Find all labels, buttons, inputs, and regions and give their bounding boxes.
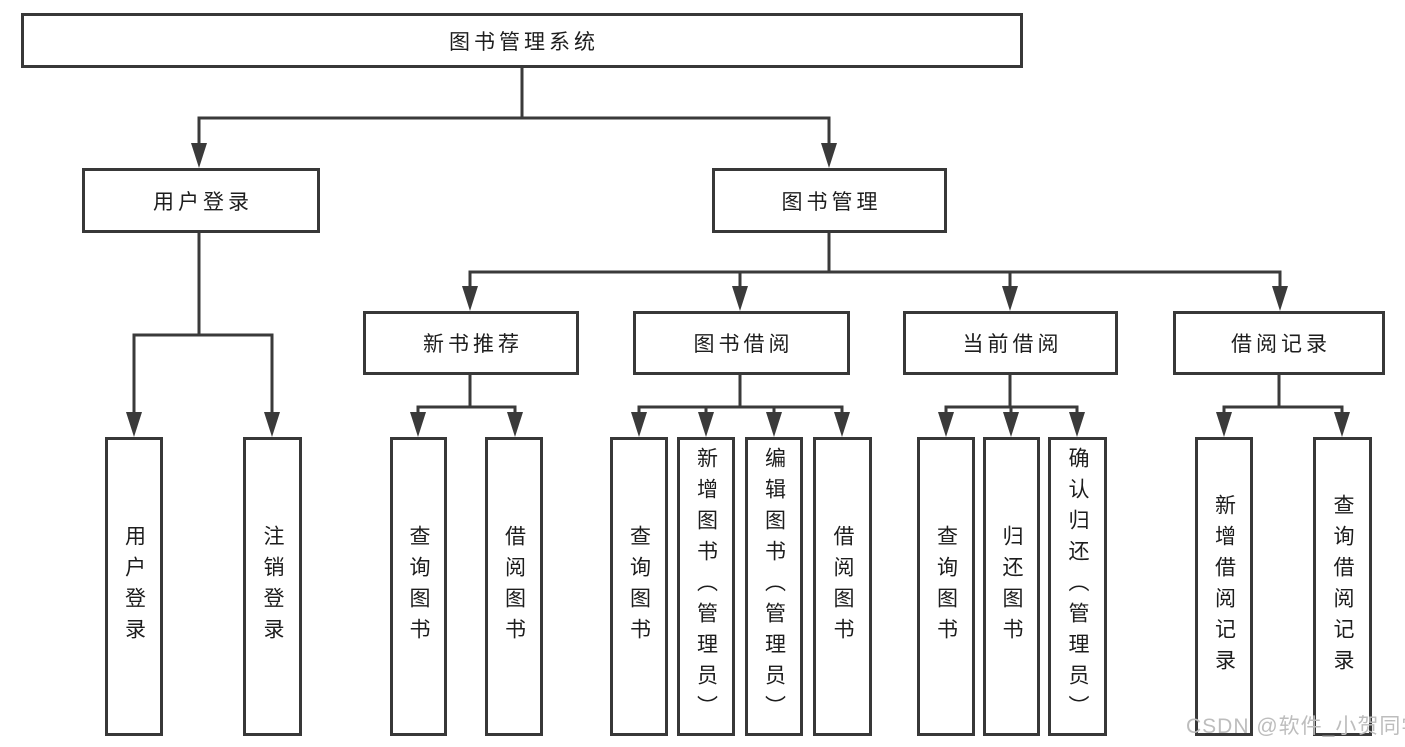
node-new-book-recommend: 新书推荐 [363,311,579,375]
node-root: 图书管理系统 [21,13,1023,68]
leaf-confirm-return-admin: 确认归还（管理员） [1048,437,1107,736]
node-book-management: 图书管理 [712,168,947,233]
leaf-query-borrow-record: 查询借阅记录 [1313,437,1372,736]
node-borrowing-records: 借阅记录 [1173,311,1385,375]
leaf-query-books-2: 查询图书 [610,437,668,736]
node-user-login: 用户登录 [82,168,320,233]
arrowheads [126,143,1350,437]
leaf-borrow-books-2: 借阅图书 [813,437,872,736]
leaf-query-books-1: 查询图书 [390,437,447,736]
leaf-edit-books-admin: 编辑图书（管理员） [745,437,803,736]
leaf-user-login: 用户登录 [105,437,163,736]
leaf-add-borrow-record: 新增借阅记录 [1195,437,1253,736]
leaf-query-books-3: 查询图书 [917,437,975,736]
leaf-logout-login: 注销登录 [243,437,302,736]
leaf-add-books-admin: 新增图书（管理员） [677,437,735,736]
node-current-borrowing: 当前借阅 [903,311,1118,375]
csdn-watermark: CSDN @软件_小贺同学 [1186,715,1405,738]
node-book-borrowing: 图书借阅 [633,311,850,375]
leaf-return-books: 归还图书 [983,437,1040,736]
leaf-borrow-books-1: 借阅图书 [485,437,543,736]
